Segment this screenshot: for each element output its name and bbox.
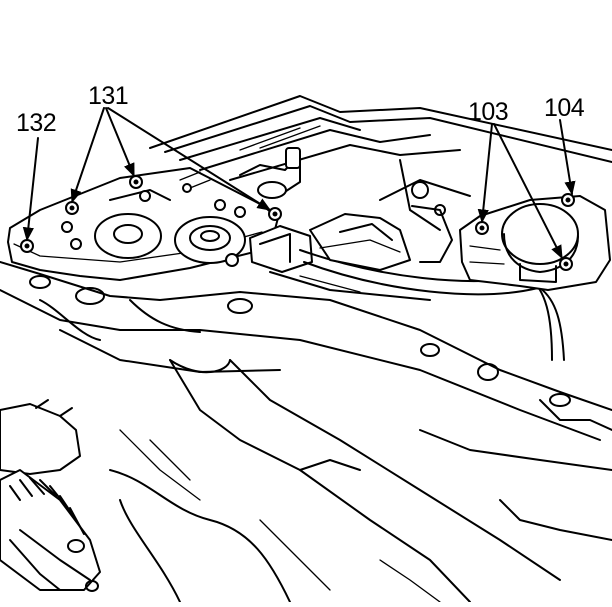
callout-104: 104 — [544, 94, 585, 122]
lower-pan-and-frame — [0, 261, 612, 603]
callout-132: 132 — [16, 109, 57, 137]
bolt-group-131 — [20, 175, 282, 267]
output-shaft — [0, 399, 101, 592]
callout-131: 131 — [88, 82, 129, 110]
callout-leaders — [22, 107, 576, 260]
callout-103: 103 — [468, 98, 509, 126]
